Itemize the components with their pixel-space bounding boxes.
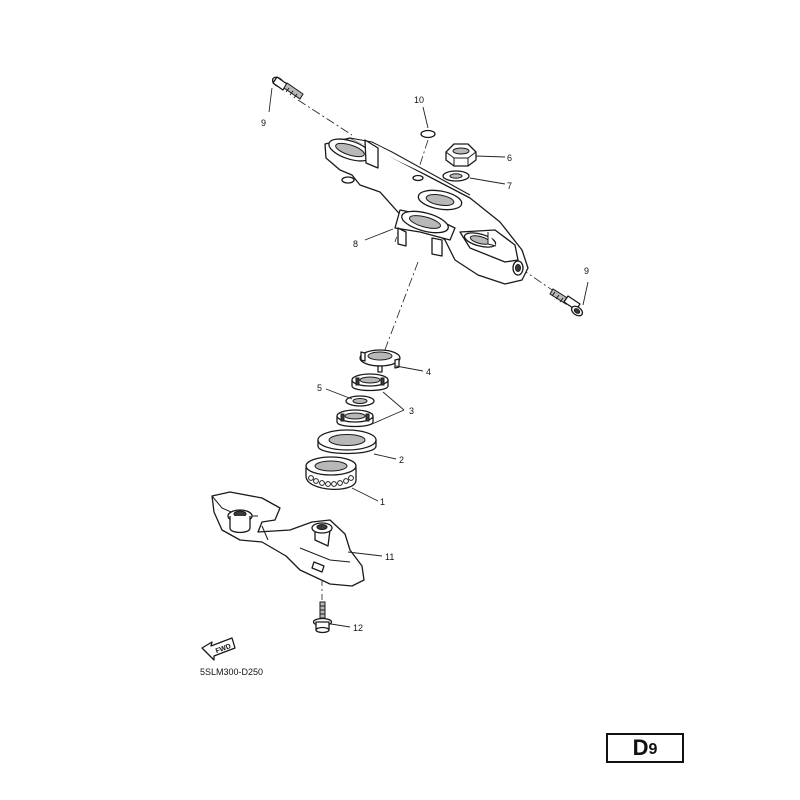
- callout-number: 5: [317, 383, 322, 393]
- callout-number: 9: [584, 266, 589, 276]
- bearing-part: [305, 456, 357, 491]
- lock-washer-part: [359, 349, 401, 373]
- bearing-cover-part: [317, 429, 377, 455]
- callout-number: 10: [414, 95, 424, 105]
- callout-number: 12: [353, 623, 363, 633]
- leader-lines: [268, 87, 589, 628]
- nut-part: [445, 143, 477, 167]
- ring-nut-part: [336, 409, 374, 428]
- page-index-box: D 9: [606, 733, 684, 763]
- callout-number: 6: [507, 153, 512, 163]
- callout-number: 2: [399, 455, 404, 465]
- callout-number: 3: [409, 406, 414, 416]
- callout-number: 4: [426, 367, 431, 377]
- callout-number: 11: [385, 552, 394, 562]
- upper-bracket-part: [324, 137, 529, 285]
- callout-number: 8: [353, 239, 358, 249]
- ring-nut-part: [351, 373, 389, 392]
- page-letter: D: [632, 735, 649, 760]
- washer-part: [442, 170, 470, 182]
- page-number: 9: [648, 741, 658, 758]
- callout-number: 9: [261, 118, 266, 128]
- washer-part: [420, 129, 436, 139]
- callout-number: 1: [380, 497, 385, 507]
- forward-direction-arrow-icon: FWD: [201, 637, 236, 661]
- flange-bolt-part: [312, 601, 333, 634]
- bolt-part: [271, 76, 304, 100]
- diagram-reference-code: 5SLM300-D250: [200, 667, 263, 677]
- rubber-washer-part: [345, 395, 375, 407]
- callout-number: 7: [507, 181, 512, 191]
- bolt-part: [549, 288, 584, 317]
- under-bracket-part: [211, 491, 365, 587]
